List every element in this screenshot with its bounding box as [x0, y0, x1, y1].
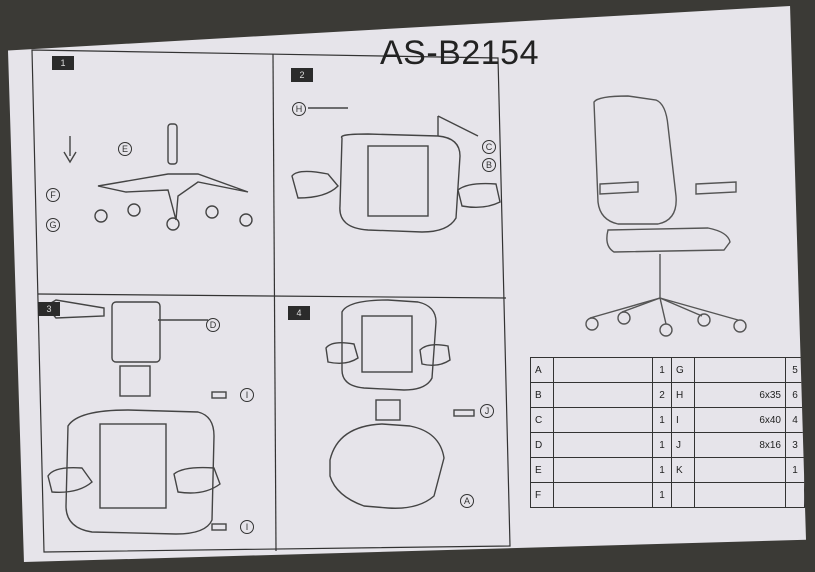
seat-icon [553, 357, 653, 383]
parts-row: E 1 K 1 [530, 457, 805, 483]
part-key: F [530, 482, 554, 508]
star-base-icon [553, 482, 653, 508]
model-title: AS-B2154 [380, 34, 539, 72]
parts-row: C 1 I 6x40 4 [530, 407, 805, 433]
armrest-icon [553, 432, 653, 458]
parts-row: D 1 J 8x16 3 [530, 432, 805, 458]
tilt-mechanism-icon [553, 407, 653, 433]
part-key: J [671, 432, 695, 458]
part-qty: 1 [652, 432, 672, 458]
office-chair-drawing [585, 95, 747, 337]
callout-b: B [482, 158, 496, 172]
part-qty: 2 [652, 382, 672, 408]
step4-drawing [325, 299, 475, 509]
step-number-4: 4 [288, 306, 310, 320]
part-key: C [530, 407, 554, 433]
assembly-diagram [31, 49, 747, 553]
backrest-bracket-icon [553, 382, 653, 408]
callout-f: F [46, 188, 60, 202]
part-qty: 1 [652, 407, 672, 433]
callout-g: G [46, 218, 60, 232]
part-key: A [530, 357, 554, 383]
callout-d: D [206, 318, 220, 332]
callout-i-bottom: I [240, 520, 254, 534]
screw-size: 6x40 [694, 407, 786, 433]
parts-list: A 1 G 5 B 2 H 6x35 6 C 1 I 6x40 [530, 357, 805, 508]
part-key: B [530, 382, 554, 408]
parts-row: B 2 H 6x35 6 [530, 382, 805, 408]
hex-key-icon [694, 457, 786, 483]
screw-size: 6x35 [694, 382, 786, 408]
step3-drawing [44, 299, 227, 535]
callout-a: A [460, 494, 474, 508]
step1-drawing [63, 123, 253, 231]
part-qty: 1 [652, 457, 672, 483]
part-qty: 5 [785, 357, 805, 383]
callout-c: C [482, 140, 496, 154]
parts-row: F 1 [530, 482, 805, 508]
step-number-2: 2 [291, 68, 313, 82]
caster-icon [694, 357, 786, 383]
part-key [671, 482, 695, 508]
part-qty: 1 [652, 482, 672, 508]
part-qty: 3 [785, 432, 805, 458]
instruction-sheet: AS-B2154 1 2 3 4 E F G H C B D I I J A A… [8, 6, 806, 562]
gas-lift-icon [553, 457, 653, 483]
step-number-3: 3 [38, 302, 60, 316]
part-key: K [671, 457, 695, 483]
part-qty: 4 [785, 407, 805, 433]
part-qty: 1 [785, 457, 805, 483]
parts-row: A 1 G 5 [530, 357, 805, 383]
part-key: E [530, 457, 554, 483]
empty-cell [694, 482, 786, 508]
callout-j: J [480, 404, 494, 418]
callout-i-top: I [240, 388, 254, 402]
step-number-1: 1 [52, 56, 74, 70]
part-key: D [530, 432, 554, 458]
part-key: I [671, 407, 695, 433]
part-qty: 6 [785, 382, 805, 408]
step2-drawing [291, 107, 501, 233]
callout-h: H [292, 102, 306, 116]
part-key: H [671, 382, 695, 408]
part-qty: 1 [652, 357, 672, 383]
screw-size: 8x16 [694, 432, 786, 458]
part-qty [785, 482, 805, 508]
callout-e: E [118, 142, 132, 156]
part-key: G [671, 357, 695, 383]
